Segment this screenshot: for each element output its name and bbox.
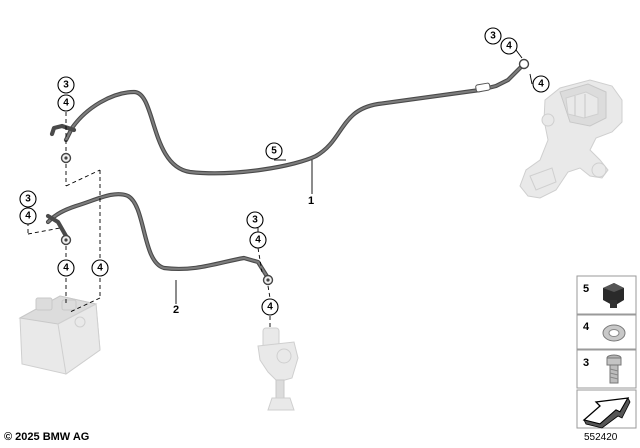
svg-text:3: 3 (25, 194, 31, 205)
item-label-1: 1 (308, 195, 314, 207)
callout-rear-caliper-4[interactable]: 4 (532, 75, 550, 93)
brake-line-2 (45, 192, 274, 286)
svg-text:3: 3 (63, 80, 69, 91)
svg-text:3: 3 (252, 215, 258, 226)
hydraulic-unit-illustration (18, 295, 101, 375)
brake-caliper-illustration (519, 79, 623, 199)
master-cylinder-illustration (257, 327, 299, 411)
callout-clutch-low-4[interactable]: 4 (261, 298, 279, 316)
callout-mid-3[interactable]: 3 (19, 190, 37, 208)
svg-text:3: 3 (583, 357, 589, 369)
svg-text:4: 4 (255, 235, 261, 246)
item-label-2: 2 (173, 304, 179, 316)
rubber-grommet-icon (603, 283, 624, 308)
svg-text:4: 4 (506, 41, 512, 52)
diagram-number: 552420 (584, 432, 618, 443)
svg-text:4: 4 (538, 79, 544, 90)
direction-arrow-box (576, 389, 637, 429)
brake-line-1 (49, 58, 530, 176)
legend: 5 4 3 (576, 275, 637, 429)
callout-low-right-4[interactable]: 4 (91, 259, 109, 277)
callout-rear-3[interactable]: 3 (484, 27, 502, 45)
copyright-notice: © 2025 BMW AG (4, 431, 90, 443)
svg-text:4: 4 (63, 263, 69, 274)
svg-text:5: 5 (271, 146, 277, 157)
sealing-ring-icon (602, 324, 626, 342)
callout-low-left-4[interactable]: 4 (57, 259, 75, 277)
callout-mid-4[interactable]: 4 (19, 207, 37, 225)
direction-arrow-icon (582, 397, 631, 429)
callout-top-3[interactable]: 3 (57, 76, 75, 94)
callout-clutch-3[interactable]: 3 (246, 211, 264, 229)
legend-item-5[interactable]: 5 (576, 275, 637, 315)
leader-lines (27, 37, 533, 328)
hollow-bolt-icon (606, 354, 622, 384)
legend-item-4[interactable]: 4 (576, 314, 637, 350)
svg-text:4: 4 (267, 302, 273, 313)
svg-text:3: 3 (490, 31, 496, 42)
callout-clutch-4[interactable]: 4 (249, 231, 267, 249)
svg-text:4: 4 (25, 211, 31, 222)
callout-5[interactable]: 5 (265, 142, 283, 160)
svg-text:4: 4 (97, 263, 103, 274)
callout-top-4[interactable]: 4 (57, 94, 75, 112)
legend-item-3[interactable]: 3 (576, 349, 637, 389)
callout-rear-4[interactable]: 4 (500, 37, 518, 55)
svg-text:4: 4 (63, 98, 69, 109)
svg-text:4: 4 (583, 321, 590, 333)
svg-text:5: 5 (583, 283, 589, 295)
